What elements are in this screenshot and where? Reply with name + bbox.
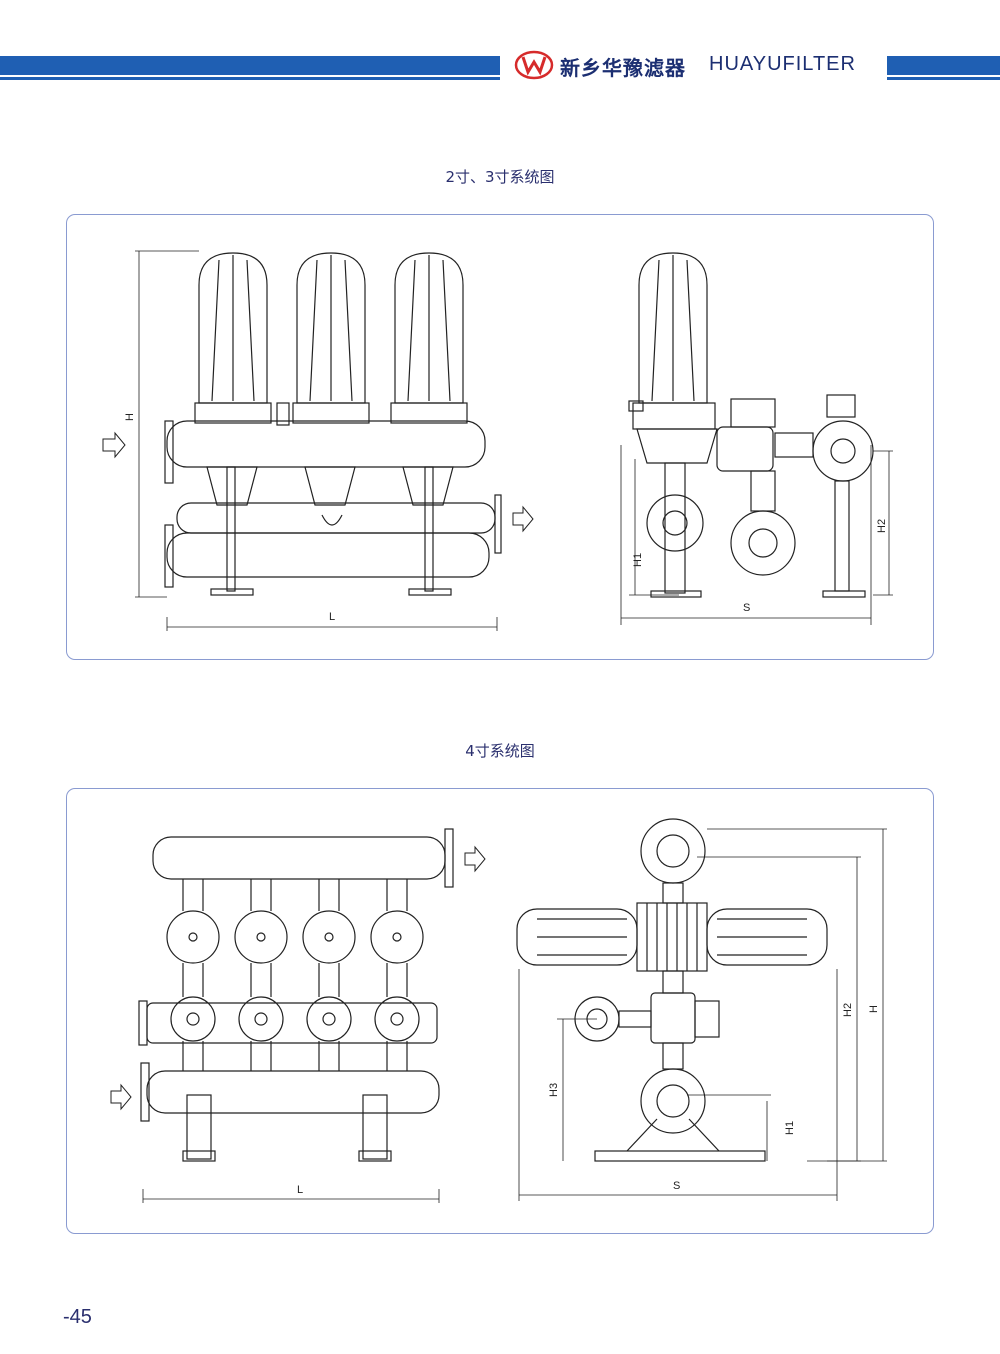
flow-arrows <box>102 431 534 533</box>
huayu-logo-icon <box>514 50 554 80</box>
filter-side-view-4-inch <box>516 818 828 1162</box>
filter-domes-front <box>194 252 468 426</box>
dimension-lines <box>135 250 893 631</box>
brand-name-en: HUAYUFILTER <box>709 53 856 75</box>
dim-label-h3: H3 <box>548 1083 560 1097</box>
dim-label-l: L <box>329 611 335 623</box>
system-drawing-4-inch: L H3 H1 H2 H S <box>110 818 887 1203</box>
dim-label-h1: H1 <box>632 553 644 567</box>
dim-label-s: S <box>673 1180 680 1192</box>
section-caption: 4寸系统图 <box>465 742 535 760</box>
dimension-lines <box>142 828 887 1203</box>
filter-side-view <box>628 252 874 598</box>
filter-bank-top-view <box>138 828 454 1162</box>
brand-name-cn: 新乡华豫滤器 <box>560 56 686 80</box>
dim-label-h: H <box>868 1005 880 1013</box>
dim-label-h1: H1 <box>784 1121 796 1135</box>
dim-label-h2: H2 <box>842 1003 854 1017</box>
dim-label-l: L <box>297 1184 303 1196</box>
diagram-frame-4-inch: L H3 H1 H2 H S <box>66 788 934 1234</box>
section-caption: 2寸、3寸系统图 <box>445 168 555 186</box>
header-bar-left <box>0 56 500 80</box>
page-number: -45 <box>63 1306 92 1328</box>
header-bar-right <box>887 56 1000 80</box>
diagram-frame-2-3-inch: H L H1 H2 S <box>66 214 934 660</box>
system-drawing-2-3-inch: H L H1 H2 S <box>102 250 893 631</box>
dim-label-s: S <box>743 602 750 614</box>
dim-label-h: H <box>124 413 136 421</box>
dim-label-h2: H2 <box>876 519 888 533</box>
header-pipes-front <box>164 420 502 596</box>
flow-arrows <box>110 845 486 1111</box>
